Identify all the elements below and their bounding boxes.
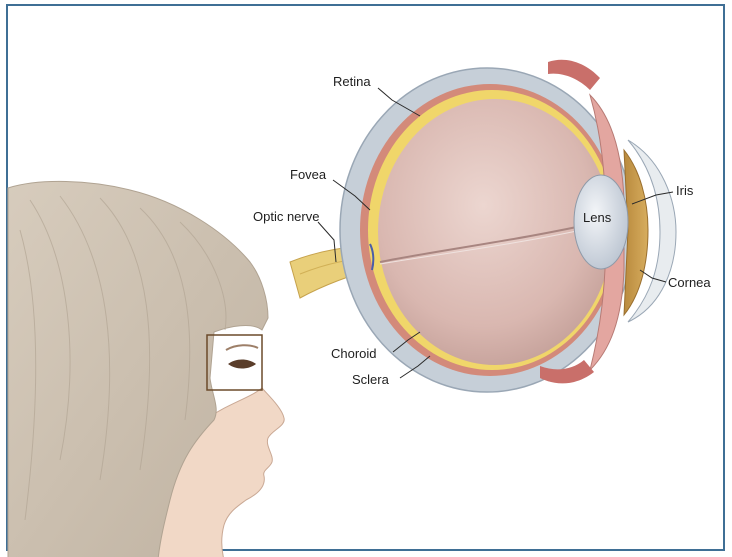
muscle-top: [548, 60, 600, 90]
label-fovea: Fovea: [290, 167, 327, 182]
child-eye: [228, 360, 256, 369]
eyeball: [290, 60, 676, 392]
label-retina: Retina: [333, 74, 371, 89]
label-sclera: Sclera: [352, 372, 390, 387]
label-choroid: Choroid: [331, 346, 377, 361]
eyebrow: [226, 345, 258, 350]
label-optic-nerve: Optic nerve: [253, 209, 319, 224]
label-cornea: Cornea: [668, 275, 711, 290]
child-head: [8, 181, 284, 557]
label-lens: Lens: [583, 210, 612, 225]
label-iris: Iris: [676, 183, 694, 198]
